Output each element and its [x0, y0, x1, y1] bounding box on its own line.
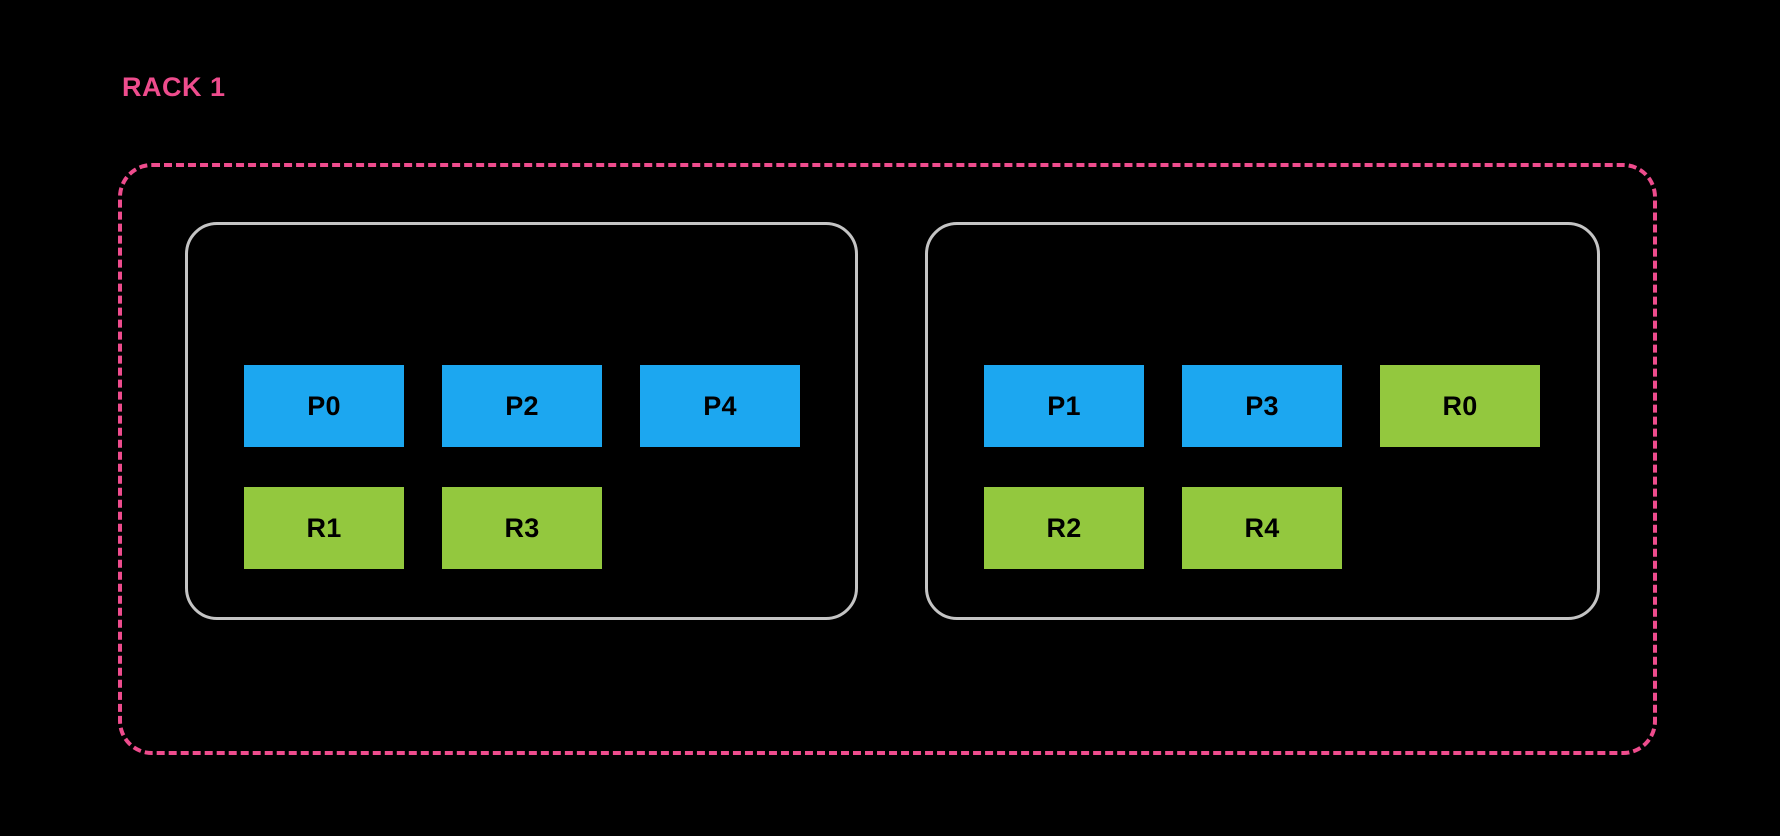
- partition-box-p2: P2: [442, 365, 602, 447]
- broker-right-replica-row: R2 R4: [984, 487, 1342, 569]
- replica-box-r0: R0: [1380, 365, 1540, 447]
- replica-box-r3: R3: [442, 487, 602, 569]
- broker-panel-right: P1 P3 R0 R2 R4: [925, 222, 1600, 620]
- partition-box-p4: P4: [640, 365, 800, 447]
- broker-right-primary-row: P1 P3 R0: [984, 365, 1540, 447]
- replica-box-r4: R4: [1182, 487, 1342, 569]
- broker-left-primary-row: P0 P2 P4: [244, 365, 800, 447]
- replica-box-r2: R2: [984, 487, 1144, 569]
- broker-panel-left: P0 P2 P4 R1 R3: [185, 222, 858, 620]
- rack-label: RACK 1: [122, 72, 226, 102]
- rack-boundary: [118, 163, 1657, 755]
- replica-box-r1: R1: [244, 487, 404, 569]
- broker-left-replica-row: R1 R3: [244, 487, 602, 569]
- partition-box-p0: P0: [244, 365, 404, 447]
- partition-box-p3: P3: [1182, 365, 1342, 447]
- partition-box-p1: P1: [984, 365, 1144, 447]
